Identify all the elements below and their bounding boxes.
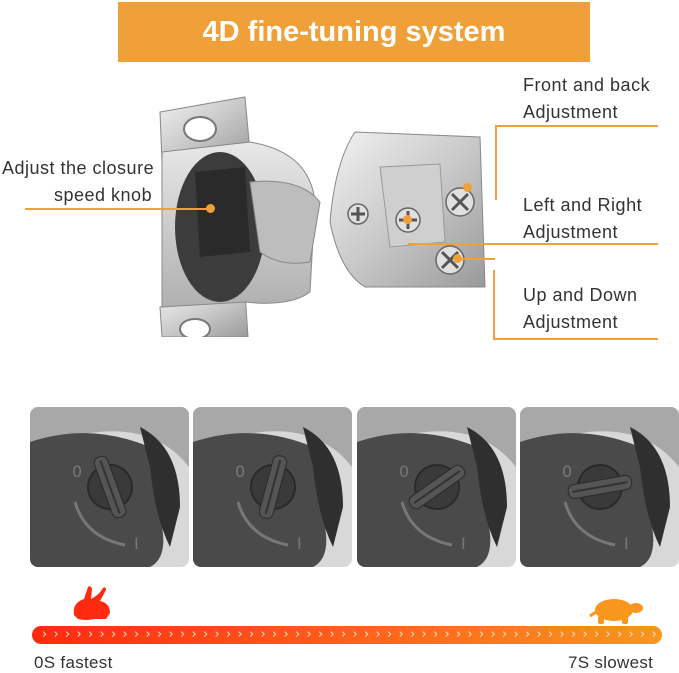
chevron-right-icon: › [605,627,611,642]
chevron-right-icon: › [513,627,519,642]
svg-text:I: I [624,534,629,553]
up-down-label: Up and Down Adjustment [523,285,638,332]
chevron-right-icon: › [318,627,324,642]
chevron-right-icon: › [111,627,117,642]
svg-text:0: 0 [235,462,245,481]
chevron-right-icon: › [329,627,335,642]
chevron-right-icon: › [65,627,71,642]
rabbit-icon [66,583,116,628]
chevron-right-icon: › [352,627,358,642]
chevron-right-icon: › [433,627,439,642]
front-back-label: Front and back Adjustment [523,75,651,122]
chevron-right-icon: › [76,627,82,642]
chevron-right-icon: › [214,627,220,642]
chevron-right-icon: › [272,627,278,642]
svg-text:0: 0 [399,462,409,481]
svg-text:0: 0 [562,462,572,481]
chevron-right-icon: › [617,627,623,642]
chevron-right-icon: › [260,627,266,642]
chevron-right-icon: › [122,627,128,642]
chevron-right-icon: › [536,627,542,642]
chevron-right-icon: › [444,627,450,642]
up-down-line-link [455,258,495,260]
chevron-right-icon: › [651,627,657,642]
fast-label: 0S fastest [34,653,113,672]
chevron-right-icon: › [398,627,404,642]
chevron-right-icon: › [364,627,370,642]
closure-speed-line [25,208,210,210]
chevron-right-icon: › [42,627,48,642]
chevron-right-icon: › [490,627,496,642]
banner-title: 4D fine-tuning system [202,15,506,48]
chevron-right-icon: › [502,627,508,642]
chevron-right-icon: › [157,627,163,642]
chevron-right-icon: › [387,627,393,642]
chevron-right-icon: › [295,627,301,642]
svg-text:I: I [461,534,466,553]
chevron-right-icon: › [237,627,243,642]
chevron-right-icon: › [594,627,600,642]
svg-text:I: I [297,534,302,553]
chevron-right-icon: › [99,627,105,642]
chevron-right-icon: › [582,627,588,642]
chevron-right-icon: › [145,627,151,642]
chevron-right-icon: › [191,627,197,642]
chevron-right-icon: › [548,627,554,642]
left-right-dot [403,215,412,224]
chevron-right-icon: › [203,627,209,642]
hinge-illustration [159,96,486,337]
chevron-right-icon: › [341,627,347,642]
front-back-dot [463,183,472,192]
chevron-right-icon: › [283,627,289,642]
svg-text:0: 0 [72,462,82,481]
up-down-dot [453,254,462,263]
left-right-line [408,243,658,245]
left-right-label: Left and Right Adjustment [523,195,643,242]
chevron-right-icon: › [571,627,577,642]
chevron-right-icon: › [640,627,646,642]
chevron-right-icon: › [226,627,232,642]
front-back-line [495,125,658,127]
title-banner: 4D fine-tuning system [118,2,590,62]
chevron-right-icon: › [410,627,416,642]
turtle-icon [588,592,646,629]
chevron-right-icon: › [249,627,255,642]
chevron-right-icon: › [525,627,531,642]
chevron-right-icon: › [456,627,462,642]
chevron-right-icon: › [375,627,381,642]
svg-text:I: I [134,534,139,553]
chevron-right-icon: › [628,627,634,642]
chevron-right-icon: › [180,627,186,642]
front-back-line-drop [495,125,497,200]
chevron-right-icon: › [168,627,174,642]
up-down-line-h [493,338,658,340]
closure-speed-dot [206,204,215,213]
slow-label: 7S slowest [568,653,654,672]
closure-speed-label: Adjust the closure speed knob [2,158,155,205]
chevron-right-icon: › [53,627,59,642]
chevron-right-icon: › [467,627,473,642]
chevron-right-icon: › [479,627,485,642]
chevron-right-icon: › [88,627,94,642]
chevron-right-icon: › [421,627,427,642]
chevron-right-icon: › [134,627,140,642]
speed-bar: › › › › › › › › › › › › › › › › › › › › › › › › › › › › › › › › › › › › › › › ›… [32,626,662,644]
chevron-right-icon: › [306,627,312,642]
up-down-line-v [493,270,495,340]
chevron-right-icon: › [559,627,565,642]
